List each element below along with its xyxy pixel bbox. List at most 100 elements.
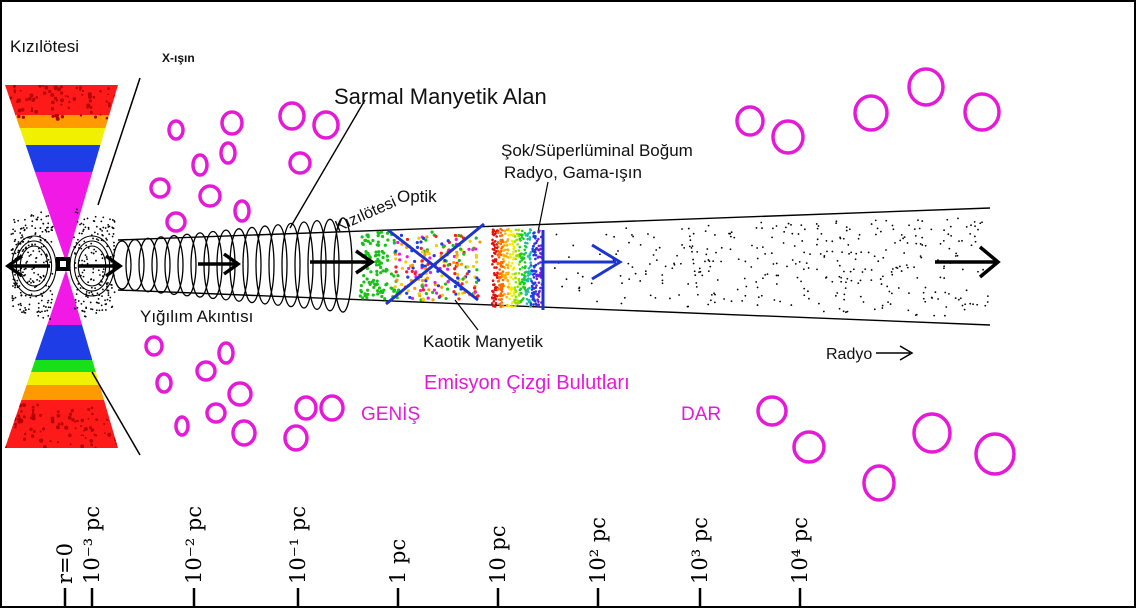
jet-dot bbox=[555, 233, 558, 236]
shock-dot bbox=[527, 277, 530, 280]
knot-dot bbox=[368, 282, 372, 287]
shock-dot bbox=[502, 249, 505, 252]
jet-dot bbox=[770, 252, 773, 255]
jet-dot bbox=[809, 253, 811, 255]
knot-dot bbox=[477, 278, 481, 282]
core-dot bbox=[86, 262, 89, 265]
cone-texture-dot bbox=[53, 96, 58, 100]
shock-dot bbox=[497, 298, 501, 301]
shock-dot bbox=[509, 305, 513, 308]
jet-dot bbox=[873, 308, 876, 311]
core-dot bbox=[33, 271, 35, 274]
core-dot bbox=[75, 208, 78, 211]
jet-dot bbox=[709, 265, 712, 268]
knot-dot bbox=[420, 284, 424, 288]
core-dot bbox=[95, 238, 98, 241]
jet-dot bbox=[891, 224, 894, 227]
radio-gamma-label: Radyo, Gama-ışın bbox=[504, 163, 642, 182]
jet-dot bbox=[631, 266, 634, 269]
knot-dot bbox=[363, 238, 367, 243]
emission-cloud bbox=[288, 151, 312, 175]
cone-texture-dot bbox=[51, 100, 55, 105]
core-dot bbox=[108, 299, 111, 302]
knot-dot bbox=[394, 270, 398, 274]
core-dot bbox=[79, 287, 82, 289]
jet-dot bbox=[673, 262, 675, 265]
knot-dot bbox=[379, 265, 383, 270]
core-dot bbox=[106, 238, 108, 241]
cone-texture-dot bbox=[16, 100, 19, 104]
shock-dot bbox=[510, 239, 514, 243]
knot-dot bbox=[428, 256, 432, 260]
shock-dot bbox=[505, 228, 509, 232]
jet-dot bbox=[835, 222, 838, 225]
jet-dot bbox=[701, 274, 704, 277]
scale-label: 10⁻³ pc bbox=[80, 506, 104, 584]
shock-dot bbox=[531, 273, 535, 276]
shock-dot bbox=[519, 282, 522, 286]
knot-dot bbox=[376, 243, 381, 247]
jet-dot bbox=[859, 295, 862, 298]
shock-dot bbox=[523, 287, 527, 291]
emission-cloud bbox=[191, 153, 209, 177]
jet-arrow-2 bbox=[310, 249, 376, 275]
emission-cloud bbox=[853, 94, 889, 132]
jet-dot bbox=[807, 267, 810, 269]
jet-dot bbox=[836, 259, 839, 262]
jet-dot bbox=[620, 302, 623, 305]
jet-dot bbox=[881, 307, 884, 309]
jet-dot bbox=[899, 239, 902, 242]
core-dot bbox=[36, 311, 39, 313]
jet-dot bbox=[907, 309, 910, 312]
jet-dot bbox=[687, 283, 690, 285]
jet-dot bbox=[741, 300, 744, 302]
core-dot bbox=[20, 294, 23, 297]
jet-dot bbox=[634, 272, 637, 275]
shock-dot bbox=[493, 266, 496, 269]
jet-dot bbox=[639, 280, 642, 282]
jet-dot bbox=[844, 287, 847, 289]
knot-dot bbox=[474, 280, 479, 284]
knot-dot bbox=[369, 270, 373, 274]
knot-dot bbox=[456, 272, 460, 277]
jet-dot bbox=[790, 304, 793, 306]
core-dot bbox=[91, 293, 94, 296]
core-dot bbox=[22, 271, 24, 274]
knot-dot bbox=[478, 240, 482, 244]
knot-dot bbox=[443, 282, 448, 286]
cone-texture-dot bbox=[107, 102, 111, 105]
scale-label: 10⁻¹ pc bbox=[286, 506, 310, 584]
jet-dot bbox=[686, 305, 689, 308]
shock-dot bbox=[520, 280, 524, 284]
knot-dot bbox=[375, 269, 379, 273]
helical-pointer-line bbox=[289, 99, 366, 229]
shock-dot bbox=[520, 273, 524, 276]
core-dot bbox=[17, 241, 20, 243]
jet-dot bbox=[961, 304, 964, 307]
shock-dot bbox=[528, 231, 532, 234]
jet-dot bbox=[879, 230, 882, 233]
knot-dot bbox=[413, 272, 417, 276]
jet-dot bbox=[681, 228, 683, 230]
knot-dot bbox=[421, 236, 426, 240]
core-dot bbox=[25, 309, 27, 311]
jet-dot bbox=[658, 246, 661, 249]
jet-dot bbox=[955, 252, 957, 255]
core-dot bbox=[39, 275, 42, 278]
cone-texture-dot bbox=[5, 110, 8, 113]
cone-texture-dot bbox=[19, 89, 22, 92]
jet-dot bbox=[969, 233, 972, 235]
shock-dot bbox=[497, 255, 501, 259]
shock-dot bbox=[496, 279, 500, 283]
emission-cloud bbox=[149, 177, 171, 199]
core-dot bbox=[92, 271, 95, 274]
cone-texture-dot bbox=[84, 427, 88, 431]
cone-texture-dot bbox=[32, 97, 36, 101]
jet-dot bbox=[815, 223, 818, 225]
core-dot bbox=[95, 312, 98, 314]
shock-dot bbox=[495, 276, 499, 279]
lower-cone-band-4 bbox=[5, 385, 118, 400]
cone-texture-dot bbox=[55, 116, 60, 121]
cone-texture-dot bbox=[31, 413, 36, 418]
core-dot bbox=[12, 232, 14, 235]
